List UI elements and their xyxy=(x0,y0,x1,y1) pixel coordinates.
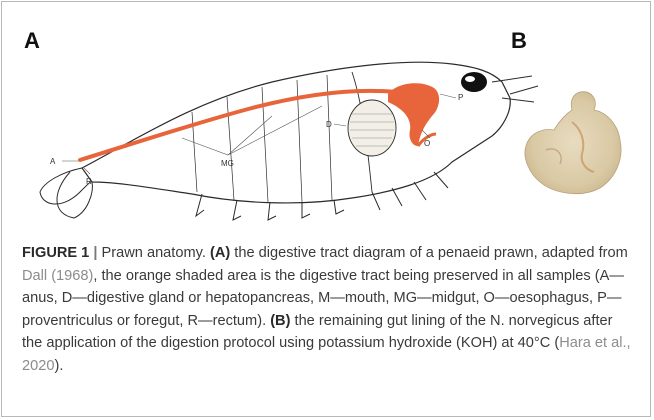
gut-lining-photo xyxy=(520,88,630,198)
label-midgut: MG xyxy=(221,159,234,168)
eye xyxy=(461,72,487,92)
caption-a-tag: (A) xyxy=(210,245,230,261)
figure-caption: FIGURE 1 | Prawn anatomy. (A) the digest… xyxy=(22,242,636,377)
tail-fan xyxy=(40,168,92,218)
label-rectum: R xyxy=(86,177,92,186)
caption-figure-number: FIGURE 1 xyxy=(22,245,89,261)
prawn-body-outline xyxy=(82,62,510,203)
caption-title: Prawn anatomy. xyxy=(102,245,206,261)
reference-link-dall[interactable]: Dall (1968) xyxy=(22,268,93,284)
label-oesophagus: O xyxy=(424,139,430,148)
caption-b-tag: (B) xyxy=(270,313,290,329)
caption-text-1: the digestive tract diagram of a penaeid… xyxy=(234,245,627,261)
digestive-gland xyxy=(348,100,396,156)
label-digestive-gland: D xyxy=(326,120,332,129)
foregut-proventriculus xyxy=(388,83,439,146)
prawn-diagram: A R MG D O P xyxy=(22,42,542,222)
label-anus: A xyxy=(50,157,56,166)
caption-text-4: ). xyxy=(54,358,63,374)
caption-separator: | xyxy=(93,245,97,261)
label-proventriculus: P xyxy=(458,93,463,102)
